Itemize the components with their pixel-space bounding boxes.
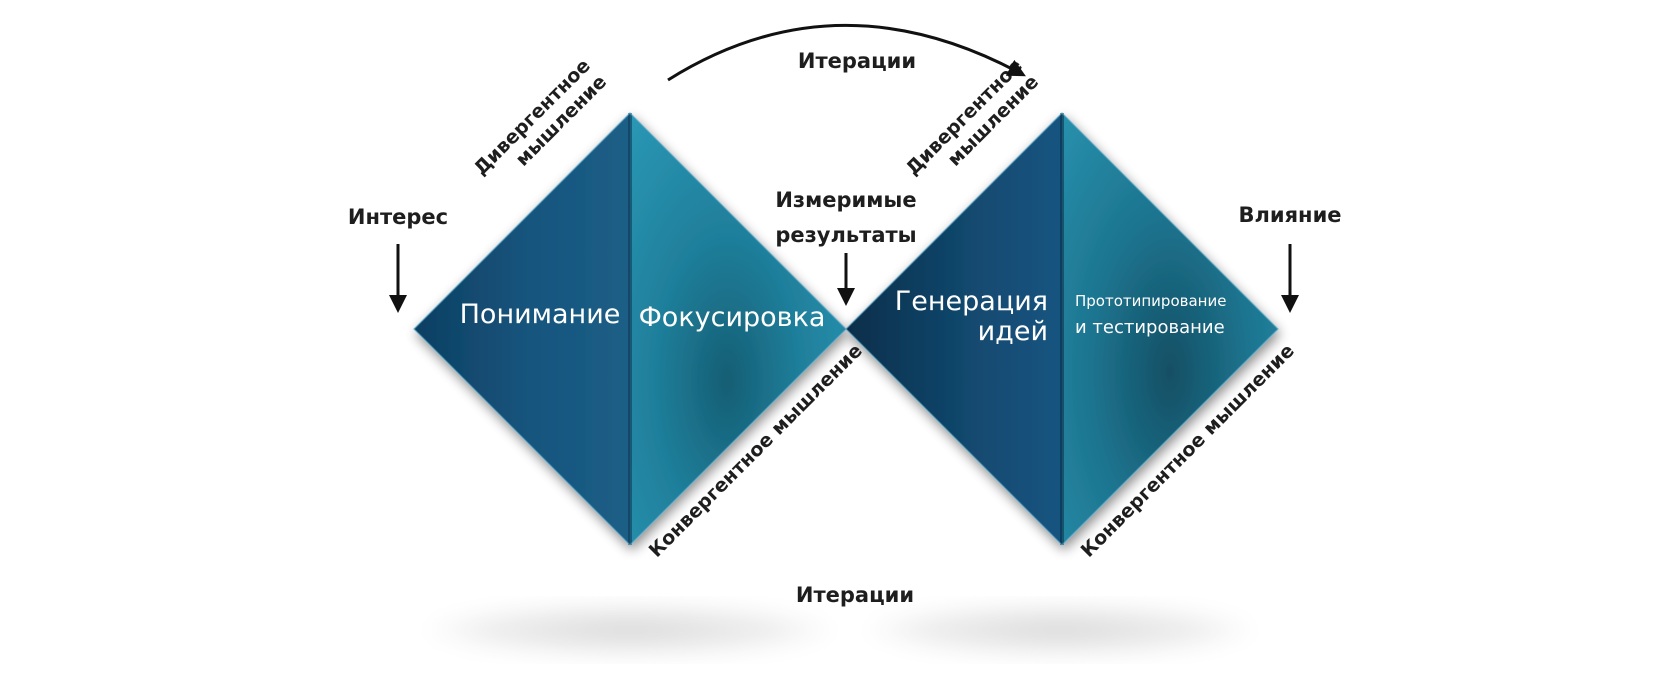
diamond-2 bbox=[844, 111, 1280, 547]
diamond-2-left-half bbox=[846, 113, 1062, 545]
diamond-2-left-text-line2: идей bbox=[978, 316, 1048, 347]
iterations-bottom-label: Итерации bbox=[796, 583, 914, 607]
diamond-2-right-half bbox=[1062, 113, 1278, 545]
reflection-right bbox=[860, 602, 1260, 658]
iterations-arc bbox=[667, 24, 1026, 82]
diamond-1-right-half bbox=[630, 113, 846, 545]
diamond-2-right-text-line2: и тестирование bbox=[1075, 317, 1225, 338]
diamond-1-left-text: Понимание bbox=[460, 299, 621, 330]
measurable-results-line1: Измеримые bbox=[775, 188, 916, 212]
diamond-1-left-half bbox=[414, 113, 630, 545]
iterations-top-label: Итерации bbox=[798, 49, 916, 73]
impact-label: Влияние bbox=[1238, 203, 1341, 227]
diamond-2-left-text-line1: Генерация bbox=[895, 286, 1048, 317]
diamond-2-right-text-line1: Прототипирование bbox=[1075, 292, 1226, 310]
diamond-1-right-text: Фокусировка bbox=[639, 302, 826, 333]
diamond-1 bbox=[412, 111, 848, 547]
interest-label: Интерес bbox=[348, 205, 448, 229]
measurable-results-line2: результаты bbox=[775, 223, 916, 247]
reflection-left bbox=[420, 602, 840, 658]
